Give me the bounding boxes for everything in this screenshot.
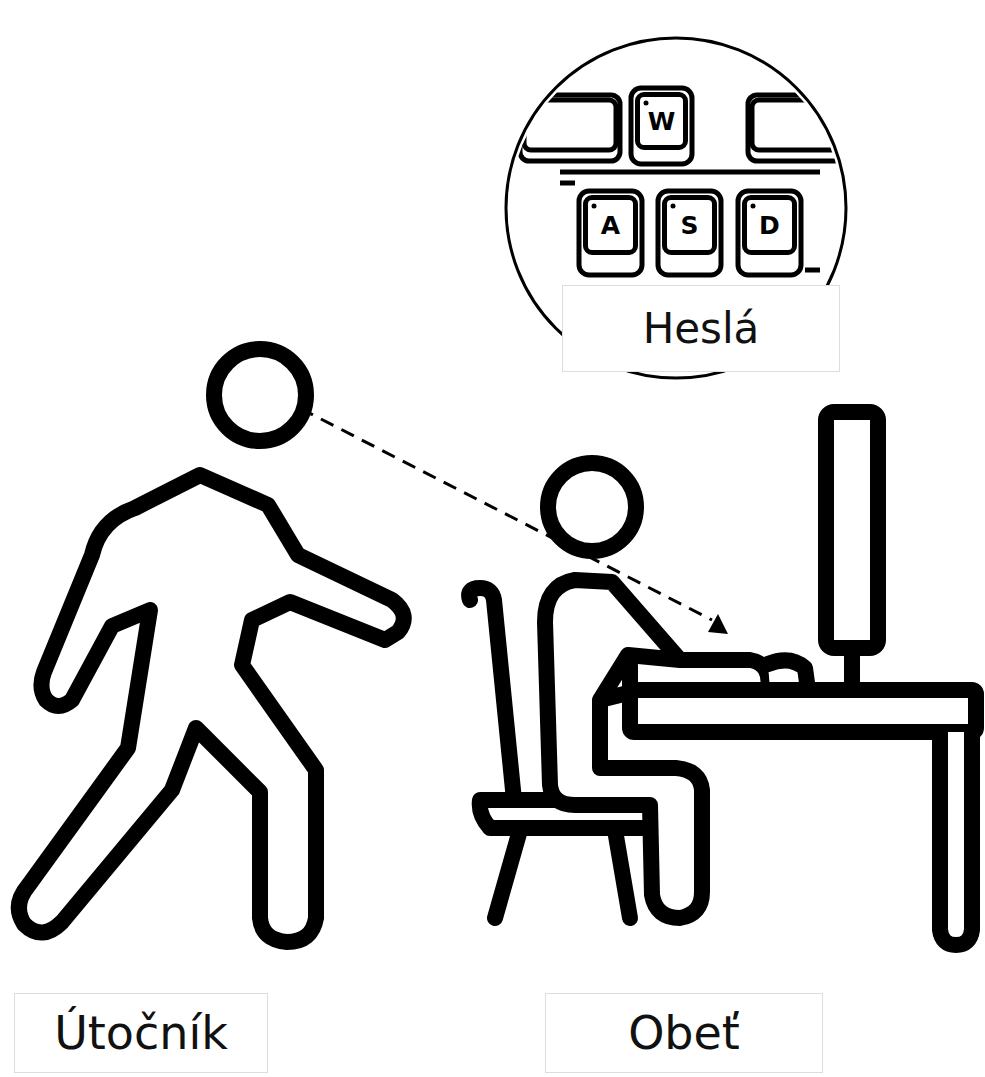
role-label-box: Útočník bbox=[14, 993, 268, 1073]
label-text: Útočník bbox=[54, 1010, 228, 1056]
attacker-figure bbox=[19, 349, 404, 942]
key-dot bbox=[751, 204, 756, 209]
keycap: S bbox=[662, 195, 717, 255]
label-text: Obeť bbox=[628, 1010, 740, 1056]
key-letter: W bbox=[648, 109, 676, 134]
keycap: W bbox=[635, 92, 688, 150]
partial-key bbox=[524, 100, 616, 150]
key-row-line bbox=[805, 268, 820, 273]
victim-figure bbox=[469, 412, 976, 945]
label-text: Heslá bbox=[643, 308, 760, 350]
chair-back bbox=[469, 588, 514, 800]
key-row-line bbox=[560, 170, 820, 175]
key-base bbox=[738, 191, 801, 275]
desk-edge bbox=[622, 665, 638, 690]
key-dot bbox=[671, 204, 676, 209]
caption-box: Heslá bbox=[562, 285, 840, 372]
callout-circle bbox=[506, 38, 846, 378]
role-label-box: Obeť bbox=[545, 993, 823, 1073]
sight-arrowhead bbox=[708, 614, 728, 634]
victim-head bbox=[548, 463, 636, 551]
key-dot bbox=[592, 204, 597, 209]
key-base bbox=[579, 191, 642, 275]
keycap: D bbox=[742, 195, 797, 255]
key-letter: S bbox=[680, 213, 698, 238]
partial-key bbox=[520, 95, 620, 161]
desk-leg bbox=[940, 732, 972, 945]
attacker-body bbox=[19, 475, 404, 942]
key-letter: A bbox=[601, 213, 620, 238]
key-row-line bbox=[560, 181, 575, 186]
chair-leg bbox=[495, 830, 520, 918]
partial-key bbox=[752, 100, 844, 150]
attacker-head bbox=[214, 349, 306, 441]
monitor bbox=[826, 412, 878, 648]
key-base bbox=[631, 88, 692, 164]
chair-leg bbox=[615, 830, 630, 918]
desk-top bbox=[630, 690, 976, 732]
key-bases bbox=[579, 88, 801, 275]
key-letter: D bbox=[759, 213, 780, 238]
partial-key bbox=[748, 95, 848, 161]
keycap: A bbox=[583, 195, 638, 255]
key-dot bbox=[644, 101, 649, 106]
victim-body bbox=[545, 580, 769, 918]
key-base bbox=[658, 191, 721, 275]
